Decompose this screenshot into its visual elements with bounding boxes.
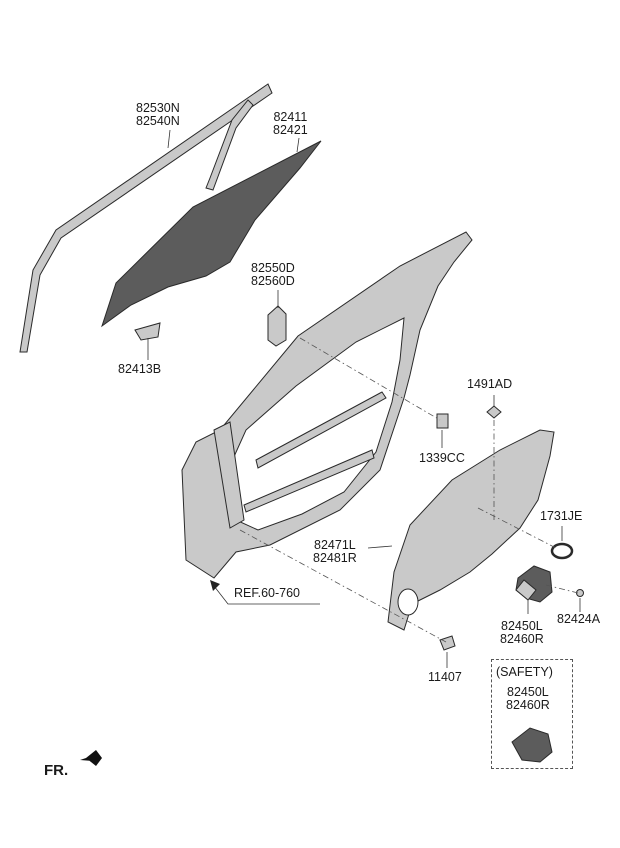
clip-1491ad [486,405,502,419]
front-arrow-icon [80,750,102,766]
leader-lines [147,129,581,668]
label-safety-title: (SAFETY) [496,665,553,679]
label-front: FR. [44,762,69,779]
bolt-11407 [439,635,456,651]
grommet-1731je [550,542,574,560]
label-ref: REF.60-760 [234,586,301,600]
safety-regulator-motor [511,727,553,763]
plug-1339cc [436,413,449,429]
label-safety-regulator: 82450L 82460R [506,685,550,712]
door-inner-panel [181,231,473,579]
label-clip-1491ad: 1491AD [467,377,513,391]
safety-option-box [491,659,573,769]
label-run-channel: 82530N 82540N [136,101,180,128]
label-plug-1339cc: 1339CC [419,451,465,465]
label-screw-82424a: 82424A [557,612,601,626]
label-door-glass: 82411 82421 [273,110,308,137]
label-delta-bracket: 82550D 82560D [251,261,295,288]
label-regulator: 82450L 82460R [500,619,544,646]
label-grommet-1731je: 1731JE [540,509,583,523]
label-bolt-11407: 11407 [428,670,462,684]
assembly-lines [239,337,579,643]
label-module-panel: 82471L 82481R [313,538,357,565]
glass-run-channel [19,83,273,353]
glass-holder-bracket [134,322,161,341]
door-module-panel [387,429,555,631]
label-glass-holder: 82413B [118,362,162,376]
ref-arrow [210,580,320,605]
delta-bracket [267,305,287,347]
door-glass [101,140,322,328]
